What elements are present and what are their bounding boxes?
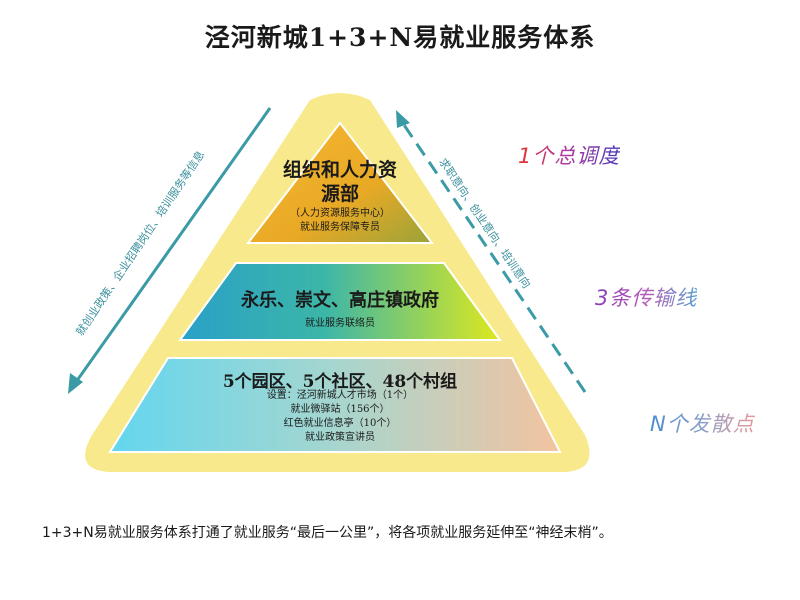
side-label-level1-text: 1个总调度 (518, 144, 621, 168)
tier-bottom-sub-line: 就业微驿站（156个） (290, 404, 390, 415)
tier-bottom-sub-line: 红色就业信息亭（10个） (283, 418, 397, 429)
side-label-level2: 3条传输线 (595, 282, 697, 312)
side-label-level3-text: N个发散点 (650, 412, 755, 436)
tier-bottom-sub-line: 就业政策宣讲员 (305, 432, 375, 443)
tier-top-sub-line: 就业服务保障专员 (300, 222, 380, 233)
tier-top-sub-line: （人力资源服务中心） (290, 208, 390, 219)
tier-middle-title: 永乐、崇文、高庄镇政府 (241, 290, 439, 311)
tier-top-shape (245, 121, 435, 244)
tier-bottom-shape (108, 357, 562, 453)
tier-bottom-title: 5个园区、5个社区、48个村组 (222, 372, 458, 392)
tier-bottom-sub: 设置：泾河新城人才市场（1个） 就业微驿站（156个） 红色就业信息亭（10个）… (180, 389, 500, 445)
arrow-left (74, 107, 272, 383)
tier-top-sub: （人力资源服务中心） 就业服务保障专员 (260, 207, 420, 235)
side-label-level3: N个发散点 (650, 408, 755, 438)
tier-top-title: 组织和人力资源部 (282, 159, 397, 205)
tier-middle-shape (178, 262, 502, 341)
page-title: 泾河新城1+3+N易就业服务体系 (204, 23, 596, 52)
caption: 1+3+N易就业服务体系打通了就业服务“最后一公里”，将各项就业服务延伸至“神经… (42, 525, 613, 541)
arrow-right-head (396, 110, 410, 128)
tier-middle-sub: 就业服务联络员 (305, 318, 375, 329)
arrow-left-head (68, 373, 83, 394)
arrow-right (400, 121, 587, 393)
side-label-level2-text: 3条传输线 (595, 286, 698, 310)
tier-bottom-sub-line: 设置：泾河新城人才市场（1个） (266, 390, 414, 401)
side-label-level1: 1个总调度 (518, 140, 620, 170)
